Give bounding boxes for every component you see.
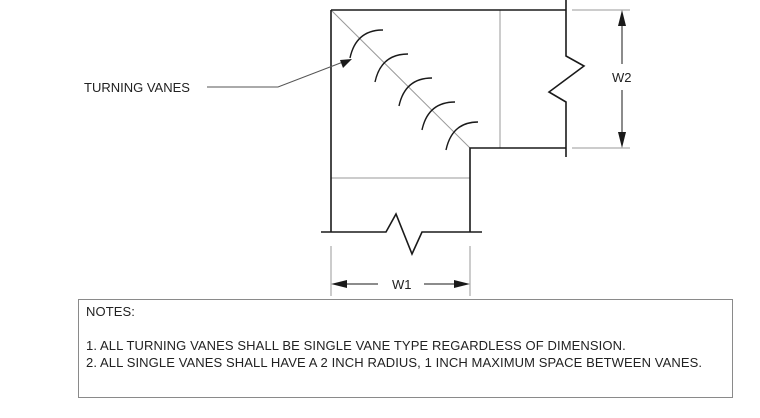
w2-arrowhead-top [618, 10, 626, 26]
w1-arrowhead-right [454, 280, 470, 288]
note-item-2: 2. ALL SINGLE VANES SHALL HAVE A 2 INCH … [86, 355, 703, 370]
callout-leader [207, 59, 352, 88]
turning-vane [374, 53, 409, 83]
construction-lines [330, 9, 630, 296]
turning-vanes-label: TURNING VANES [84, 80, 190, 95]
notes-box [78, 299, 733, 398]
turning-vane [421, 101, 456, 131]
note-item-1: 1. ALL TURNING VANES SHALL BE SINGLE VAN… [86, 338, 626, 353]
break-line-vertical [547, 0, 586, 157]
leader-arrowhead [340, 59, 352, 68]
turning-vane [445, 121, 479, 151]
notes-heading: NOTES: [86, 304, 135, 319]
w1-arrowhead-left [331, 280, 347, 288]
turning-vanes [349, 29, 479, 151]
diagonal-centerline [330, 9, 471, 149]
w1-dimension [331, 280, 470, 288]
break-line-horizontal [321, 212, 482, 257]
w2-label: W2 [612, 70, 632, 85]
leader-line [207, 61, 344, 88]
turning-vane [349, 29, 384, 59]
w2-arrowhead-bottom [618, 132, 626, 148]
duct-outline [321, 0, 586, 257]
inner-wall [469, 147, 566, 232]
w2-dimension [618, 10, 626, 148]
turning-vane [398, 77, 433, 107]
w1-label: W1 [392, 277, 412, 292]
